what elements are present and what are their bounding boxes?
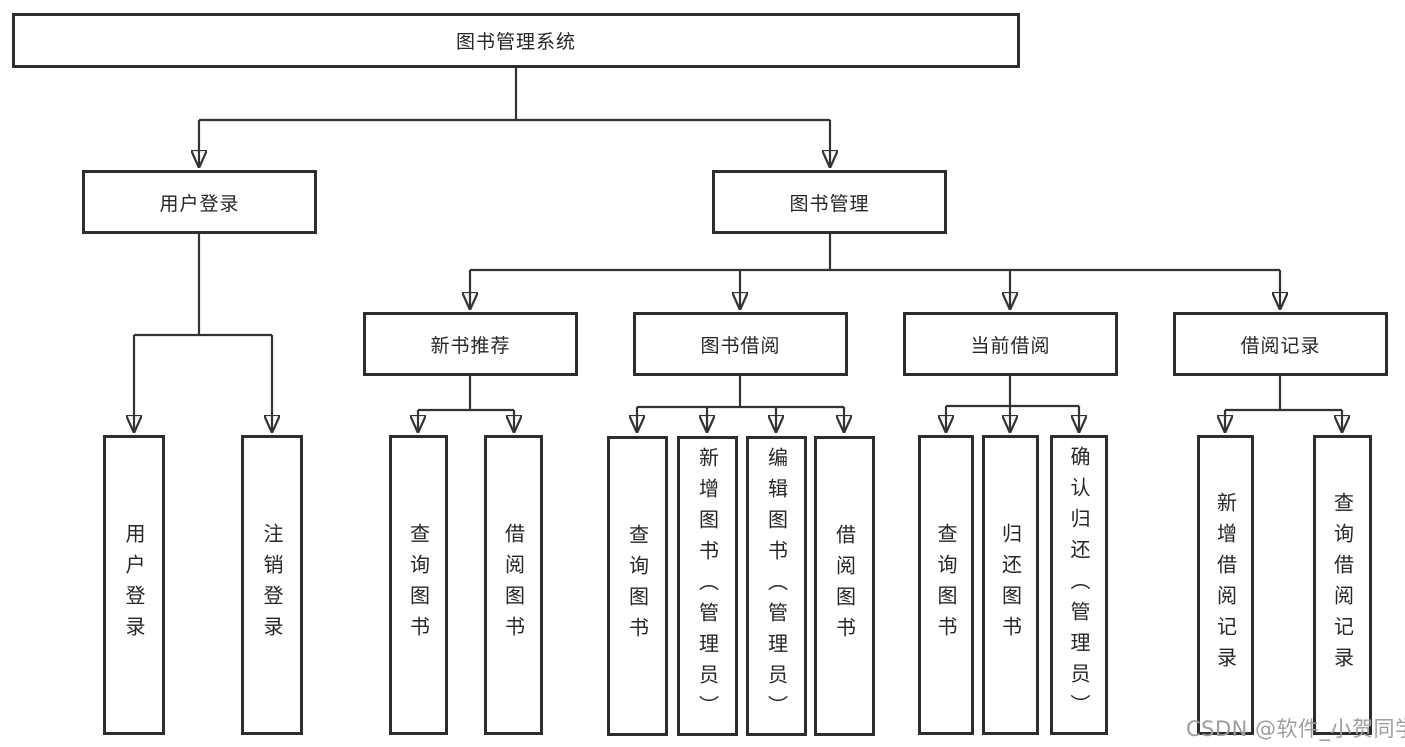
leaf-recommend-query-books-label: 查询图书: [406, 523, 431, 647]
leaf-current-query-books-label: 查询图书: [934, 523, 958, 647]
leaf-borrow-query-books: 查询图书: [607, 436, 668, 736]
leaf-add-books-admin-label: 新增图书（管理员）: [695, 446, 720, 726]
leaf-return-books-label: 归还图书: [998, 523, 1023, 647]
node-user-login: 用户登录: [82, 170, 317, 234]
watermark: CSDN @软件_小贺同学: [1186, 717, 1405, 741]
leaf-confirm-return-admin-label: 确认归还（管理员）: [1067, 445, 1091, 725]
leaf-borrow-books: 借阅图书: [814, 436, 875, 736]
node-book-borrow: 图书借阅: [633, 312, 848, 376]
node-book-management-label: 图书管理: [789, 192, 870, 215]
node-root: 图书管理系统: [12, 13, 1020, 68]
node-current-borrow: 当前借阅: [903, 312, 1118, 376]
leaf-add-borrow-record-label: 新增借阅记录: [1213, 492, 1238, 678]
node-borrow-records-label: 借阅记录: [1240, 334, 1321, 357]
node-borrow-records: 借阅记录: [1173, 312, 1388, 376]
leaf-query-borrow-record-label: 查询借阅记录: [1330, 492, 1355, 678]
node-new-book-recommend-label: 新书推荐: [430, 334, 511, 357]
leaf-add-borrow-record: 新增借阅记录: [1197, 435, 1254, 735]
leaf-add-books-admin: 新增图书（管理员）: [677, 436, 738, 736]
leaf-current-query-books: 查询图书: [918, 435, 974, 735]
leaf-recommend-borrow-books-label: 借阅图书: [501, 523, 526, 647]
tree-lines: [134, 68, 1342, 412]
leaf-return-books: 归还图书: [982, 435, 1039, 735]
node-book-management: 图书管理: [712, 170, 947, 234]
node-root-label: 图书管理系统: [455, 31, 576, 53]
leaf-recommend-query-books: 查询图书: [389, 435, 448, 735]
leaf-user-login: 用户登录: [103, 435, 165, 735]
leaf-recommend-borrow-books: 借阅图书: [484, 435, 543, 735]
leaf-query-borrow-record: 查询借阅记录: [1313, 435, 1372, 735]
leaf-logout-label: 注销登录: [260, 523, 284, 647]
leaf-edit-books-admin: 编辑图书（管理员）: [746, 436, 807, 736]
leaf-edit-books-admin-label: 编辑图书（管理员）: [764, 446, 789, 726]
node-user-login-label: 用户登录: [159, 192, 240, 215]
leaf-logout: 注销登录: [241, 435, 303, 735]
leaf-borrow-query-books-label: 查询图书: [625, 524, 650, 648]
node-current-borrow-label: 当前借阅: [970, 334, 1051, 357]
node-book-borrow-label: 图书借阅: [700, 334, 781, 357]
leaf-user-login-label: 用户登录: [122, 523, 146, 647]
node-new-book-recommend: 新书推荐: [363, 312, 578, 376]
leaf-confirm-return-admin: 确认归还（管理员）: [1050, 435, 1108, 735]
leaf-borrow-books-label: 借阅图书: [832, 524, 857, 648]
